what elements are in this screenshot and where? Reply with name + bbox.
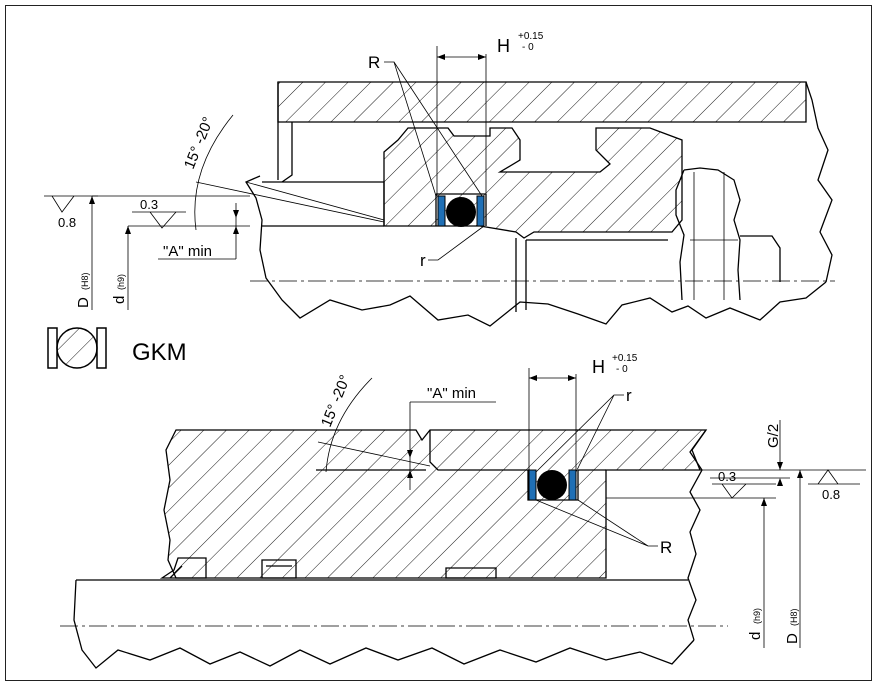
profile-name: GKM bbox=[132, 339, 187, 366]
bottom-roughness: 0.8 bbox=[822, 487, 840, 502]
bottom-label-H: H bbox=[592, 357, 605, 377]
top-chamfer: 0.3 bbox=[140, 197, 158, 212]
bottom-seal-right bbox=[568, 469, 577, 501]
top-oring bbox=[446, 197, 476, 227]
top-assembly: H +0.15 - 0 R r 15° -20° 0.8 0.3 "A" min… bbox=[44, 31, 835, 327]
top-housing bbox=[277, 81, 807, 123]
top-tol-minus: - 0 bbox=[522, 42, 534, 53]
bottom-chamfer: 0.3 bbox=[718, 469, 736, 484]
bottom-dim-D: D bbox=[784, 633, 801, 644]
top-label-r: r bbox=[420, 251, 426, 270]
top-dim-D: D bbox=[75, 297, 92, 308]
bottom-shaft bbox=[73, 579, 695, 669]
bottom-a-min: "A" min bbox=[427, 385, 476, 402]
top-dim-D-fit: (H8) bbox=[80, 272, 90, 290]
top-seal-right bbox=[476, 195, 485, 227]
top-a-min: "A" min bbox=[163, 243, 212, 260]
drawing-frame bbox=[5, 5, 872, 681]
gkm-profile-symbol: GKM bbox=[47, 327, 187, 369]
bottom-guide-right bbox=[445, 567, 497, 579]
bottom-dim-D-fit: (H8) bbox=[789, 608, 799, 626]
top-dim-d-fit: (h9) bbox=[116, 274, 126, 290]
bottom-g-half: G/2 bbox=[765, 424, 782, 448]
bottom-seal-left bbox=[528, 469, 537, 501]
bottom-label-r: r bbox=[626, 386, 632, 405]
bottom-wiper-left bbox=[159, 557, 207, 579]
top-dim-d: d bbox=[111, 296, 128, 304]
top-rod-outline bbox=[245, 175, 827, 327]
bottom-tol-plus: +0.15 bbox=[612, 353, 638, 364]
top-piston bbox=[383, 127, 683, 239]
top-stud bbox=[675, 167, 781, 301]
bottom-guide-middle bbox=[261, 559, 297, 579]
top-angle: 15° -20° bbox=[181, 115, 217, 172]
top-tol-plus: +0.15 bbox=[518, 31, 544, 42]
bottom-dim-d-fit: (h9) bbox=[752, 608, 762, 624]
top-label-R: R bbox=[368, 53, 380, 72]
bottom-dim-d: d bbox=[747, 632, 764, 640]
top-label-H: H bbox=[497, 36, 510, 56]
bottom-angle: 15° -20° bbox=[318, 373, 354, 430]
top-roughness: 0.8 bbox=[58, 215, 76, 230]
bottom-oring bbox=[537, 470, 567, 500]
bottom-gland bbox=[163, 429, 708, 579]
bottom-label-R: R bbox=[660, 538, 672, 557]
bottom-assembly: H +0.15 - 0 r R 15° -20° "A" min G/2 0.3… bbox=[60, 353, 866, 669]
top-seal-left bbox=[437, 195, 446, 227]
top-housing-break bbox=[805, 81, 833, 283]
bottom-tol-minus: - 0 bbox=[616, 364, 628, 375]
